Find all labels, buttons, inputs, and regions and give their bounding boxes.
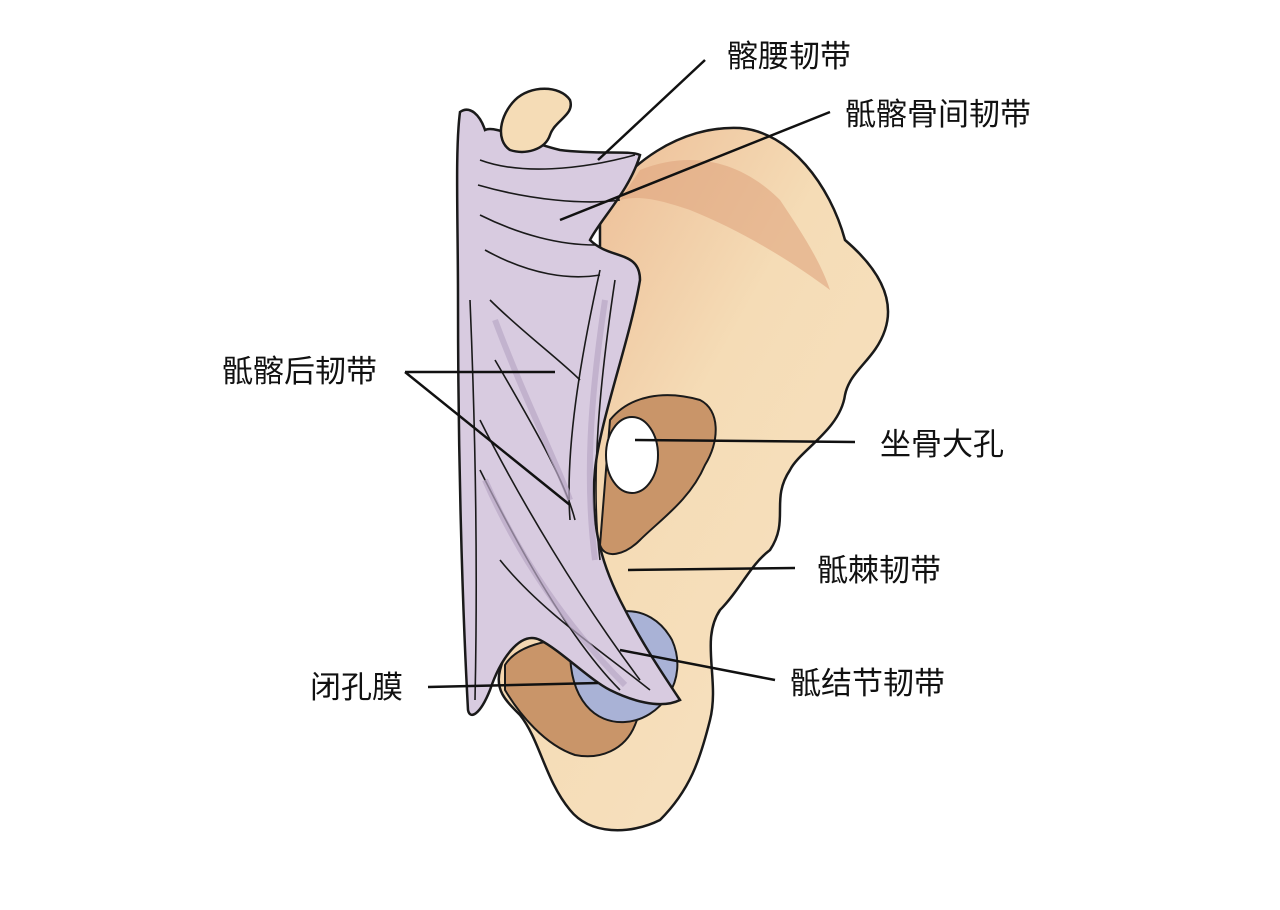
leader-posterior-2 [404,371,571,506]
leader-sacrotuberous [619,648,776,682]
label-greater-sciatic-foramen: 坐骨大孔 [880,427,1004,463]
iliac-crest-shading [620,160,830,290]
leader-iliolumbar [597,59,706,161]
label-iliolumbar-ligament: 髂腰韧带 [727,39,851,75]
leader-sacrospinous [627,566,796,572]
label-interosseous-sacroiliac-ligament: 骶髂骨间韧带 [845,97,1031,133]
ligament-shading [482,299,628,688]
leader-sciatic [634,438,856,444]
leader-lines [404,59,856,689]
sacrum-ligaments [455,108,682,716]
label-obturator-membrane: 闭孔膜 [310,670,403,706]
label-posterior-sacroiliac-ligament: 骶髂后韧带 [222,354,377,390]
label-sacrospinous-ligament: 骶棘韧带 [817,553,941,589]
leader-obturator [427,681,599,689]
transverse-process [499,87,573,154]
leader-interosseous [559,110,831,222]
foramen-opening [605,416,659,494]
label-sacrotuberous-ligament: 骶结节韧带 [790,666,945,702]
